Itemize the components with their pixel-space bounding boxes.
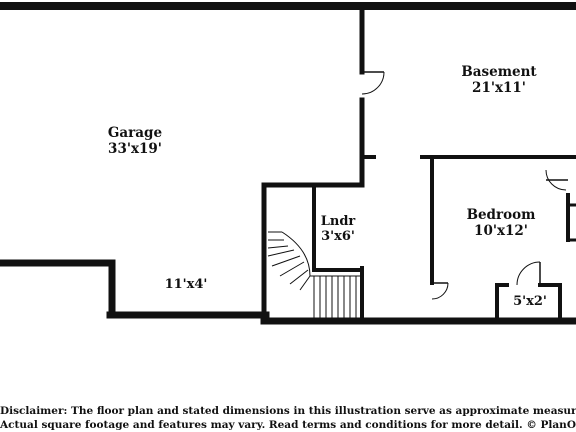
laundry-name: Lndr	[321, 214, 356, 229]
stairs	[267, 231, 362, 318]
doors	[361, 71, 568, 300]
laundry-size: 3'x6'	[321, 229, 355, 244]
garage-name: Garage	[108, 125, 162, 141]
disclaimer-line-2: Actual square footage and features may v…	[0, 419, 576, 431]
garage-nook-size: 11'x4'	[165, 277, 208, 292]
basement-name: Basement	[461, 64, 537, 80]
bedroom-name: Bedroom	[467, 207, 536, 223]
closet-size: 5'x2'	[513, 294, 547, 309]
basement-size: 21'x11'	[472, 80, 526, 96]
garage-size: 33'x19'	[108, 141, 162, 157]
basement-door-swing	[361, 71, 385, 95]
bedroom-size: 10'x12'	[474, 223, 528, 239]
bedroom-door-swing	[431, 282, 449, 300]
closet-door-swing	[516, 261, 541, 286]
walls	[0, 2, 576, 325]
bath-door-swing	[545, 169, 567, 191]
disclaimer-line-1: Disclaimer: The floor plan and stated di…	[0, 405, 576, 417]
room-labels: Garage 33'x19' Basement 21'x11' Lndr 3'x…	[108, 64, 547, 309]
